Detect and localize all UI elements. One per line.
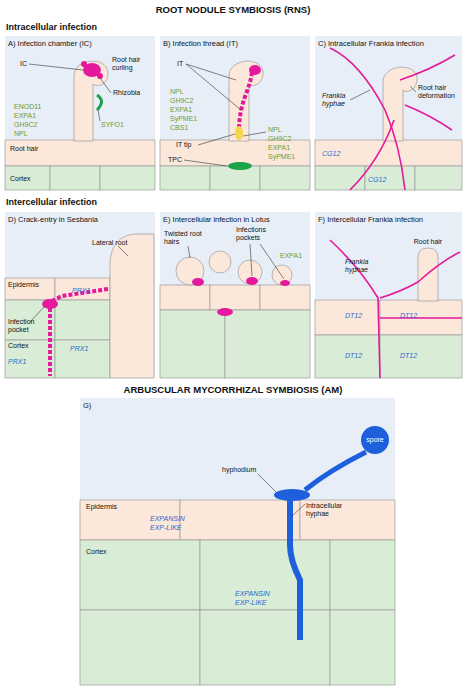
- section-heading: Intracellular infection: [6, 22, 97, 32]
- callout-label: EXPA1: [14, 112, 36, 120]
- callout-label: Root hair curling: [112, 56, 152, 72]
- callout-label: Infections pockets: [236, 226, 278, 242]
- callout-label: PRX1: [70, 345, 88, 353]
- panel-heading: A) Infection chamber (IC): [8, 39, 152, 48]
- panel-heading: G): [83, 401, 392, 410]
- callout-label: GH9C2: [14, 121, 37, 129]
- panel-heading: B) Infection thread (IT): [163, 39, 307, 48]
- callout-label: Rhizobia: [113, 89, 140, 97]
- callout-label: EXPA1: [268, 144, 290, 152]
- callout-label: EXP-LIKE: [235, 599, 267, 607]
- callout-label: EXPANSIN: [150, 515, 185, 523]
- callout-label: PRX1: [8, 358, 26, 366]
- section-heading: ARBUSCULAR MYCORRHIZAL SYMBIOSIS (AM): [124, 384, 343, 395]
- callout-label: ENOD11: [14, 103, 42, 111]
- panel: D) Crack-entry in Sesbania: [5, 212, 155, 378]
- callout-label: DT12: [345, 312, 362, 320]
- callout-label: Cortex: [86, 548, 107, 556]
- callout-label: EXPA1: [170, 106, 192, 114]
- callout-label: Cortex: [10, 175, 31, 183]
- callout-label: Frankia hyphae: [322, 92, 352, 108]
- callout-label: Root hair: [10, 145, 38, 153]
- callout-label: SyPME1: [170, 115, 197, 123]
- callout-label: IT: [177, 60, 183, 68]
- callout-label: NPL: [170, 88, 184, 96]
- callout-label: CBS1: [170, 124, 188, 132]
- callout-label: Frankia hyphae: [345, 258, 375, 274]
- callout-label: CG12: [368, 176, 386, 184]
- panel: G): [80, 398, 395, 685]
- panel-heading: E) Intercellular infection in Lotus: [163, 215, 307, 224]
- callout-label: Root hair deformation: [418, 84, 460, 100]
- callout-label: Lateral root: [92, 239, 127, 247]
- callout-label: SYFO1: [101, 121, 124, 129]
- callout-label: CG12: [322, 150, 340, 158]
- section-heading: Intercellular infection: [6, 197, 97, 207]
- callout-label: EXP-LIKE: [150, 524, 182, 532]
- callout-label: GH9C2: [268, 135, 291, 143]
- callout-label: DT12: [400, 312, 417, 320]
- callout-label: TPC: [168, 156, 182, 164]
- figure-title: ROOT NODULE SYMBIOSIS (RNS): [156, 4, 311, 15]
- callout-label: IT tip: [176, 141, 191, 149]
- callout-label: PRX1: [72, 287, 90, 295]
- panel: F) Intercellular Frankia infection: [315, 212, 462, 378]
- callout-label: EXPA1: [280, 252, 302, 260]
- callout-label: IC: [20, 60, 27, 68]
- callout-label: spore: [366, 436, 384, 444]
- callout-label: hyphodium: [222, 466, 256, 474]
- callout-label: Infection pocket: [8, 318, 44, 334]
- callout-label: Epidermis: [8, 281, 39, 289]
- callout-label: Epidermis: [86, 503, 117, 511]
- callout-label: GH9C2: [170, 97, 193, 105]
- callout-label: Intracellular hyphae: [306, 502, 356, 518]
- callout-label: Root hair: [414, 238, 442, 246]
- callout-label: Cortex: [8, 342, 29, 350]
- panel-heading: C) Intracellular Frankia infection: [318, 39, 459, 48]
- callout-label: DT12: [345, 352, 362, 360]
- panel-heading: F) Intercellular Frankia infection: [318, 215, 459, 224]
- panel: C) Intracellular Frankia infection: [315, 36, 462, 190]
- panel-heading: D) Crack-entry in Sesbania: [8, 215, 152, 224]
- callout-label: DT12: [400, 352, 417, 360]
- callout-label: NPL: [268, 126, 282, 134]
- callout-label: EXPANSIN: [235, 590, 270, 598]
- callout-label: SyPME1: [268, 153, 295, 161]
- callout-label: Twisted root hairs: [164, 230, 204, 246]
- callout-label: NPL: [14, 130, 28, 138]
